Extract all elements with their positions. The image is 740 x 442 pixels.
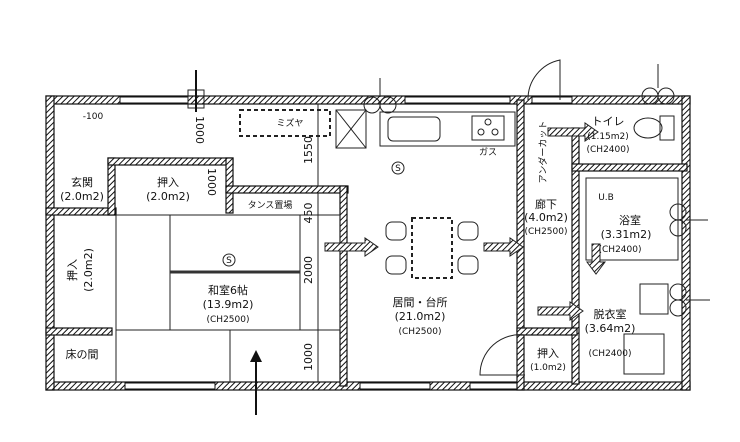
genkan-name: 玄関 [71,175,93,189]
toilet-bowl [633,117,663,139]
bathtub-unit [585,177,679,261]
hallway-area: (4.0m2) [524,211,568,224]
refrigerator-space [335,109,367,149]
window [119,96,189,104]
dimension-top: 1000 [193,116,206,144]
dimension-1000-closet: 1000 [205,168,218,196]
sensor-marker: S [222,253,236,267]
mizuya-cabinet [239,109,331,137]
dimension-1000-bottom: 1000 [302,343,315,371]
dressing-ceiling-height: (CH2400) [589,349,632,359]
genkan-area: (2.0m2) [60,190,104,203]
washbasin [623,333,665,375]
airflow-arrow [586,243,606,275]
unit-bath-label: U.B [598,193,614,203]
living-area: (21.0m2) [395,310,446,323]
window [404,96,511,104]
svg-text:S: S [395,164,401,174]
gas-label: ガス [479,147,497,158]
ventilation-fan-icon [641,64,675,105]
mizuya-label: ミズヤ [276,117,303,129]
entrance-arrow-head [250,350,262,362]
airflow-arrow [324,237,379,257]
airflow-arrow [547,122,599,142]
washitsu-area: (13.9m2) [203,298,254,311]
dressing-area: (3.64m2) [585,322,636,335]
dining-chairs [385,221,479,275]
ventilation-fan-icon [363,78,397,114]
sensor-marker: S [391,161,405,175]
closet-small-name: 押入 [537,346,559,360]
entry-door-opening [531,96,573,104]
dimension-450: 450 [302,203,315,224]
window [469,382,521,390]
washitsu-name: 和室6帖 [208,283,248,297]
airflow-arrow [483,237,524,257]
washing-machine [639,283,669,315]
undercut-label: アンダーカット [537,121,549,184]
living-ceiling-height: (CH2500) [399,327,442,337]
closet-left-area: (2.0m2) [82,248,95,292]
tatami-lines [115,214,341,382]
hallway-name: 廊下 [535,197,557,211]
toilet-tank [659,115,675,141]
closet-door [479,334,526,376]
dimension-1550: 1550 [302,136,315,164]
toilet-name: トイレ [592,115,625,128]
interior-walls [45,99,688,391]
airflow-arrow [537,301,584,321]
window [124,382,216,390]
tansu-label: タンス置場 [248,199,293,211]
living-name: 居間・台所 [393,295,448,309]
level-minus-100: -100 [83,112,104,122]
kitchen-counter [379,111,516,147]
bath-name: 浴室 [619,213,641,227]
dimension-2000: 2000 [302,256,315,284]
tokonoma-name: 床の間 [66,347,99,361]
bath-area: (3.31m2) [601,228,652,241]
dining-table [411,217,453,279]
gas-stove-icon [471,115,505,141]
sink-icon [387,116,441,142]
toilet-ceiling-height: (CH2400) [587,145,630,155]
closet-top-area: (2.0m2) [146,190,190,203]
svg-text:S: S [226,256,232,266]
toilet-area: (1.15m2) [587,132,629,142]
hallway-ceiling-height: (CH2500) [525,227,568,237]
dressing-name: 脱衣室 [594,307,627,321]
ventilation-fan-icon [669,283,710,317]
bath-ceiling-height: (CH2400) [599,245,642,255]
washitsu-ceiling-height: (CH2500) [207,315,250,325]
closet-left-name: 押入 [65,259,79,281]
entry-door [527,59,561,101]
window [359,382,431,390]
closet-top-name: 押入 [157,175,179,189]
closet-small-area: (1.0m2) [530,363,566,373]
